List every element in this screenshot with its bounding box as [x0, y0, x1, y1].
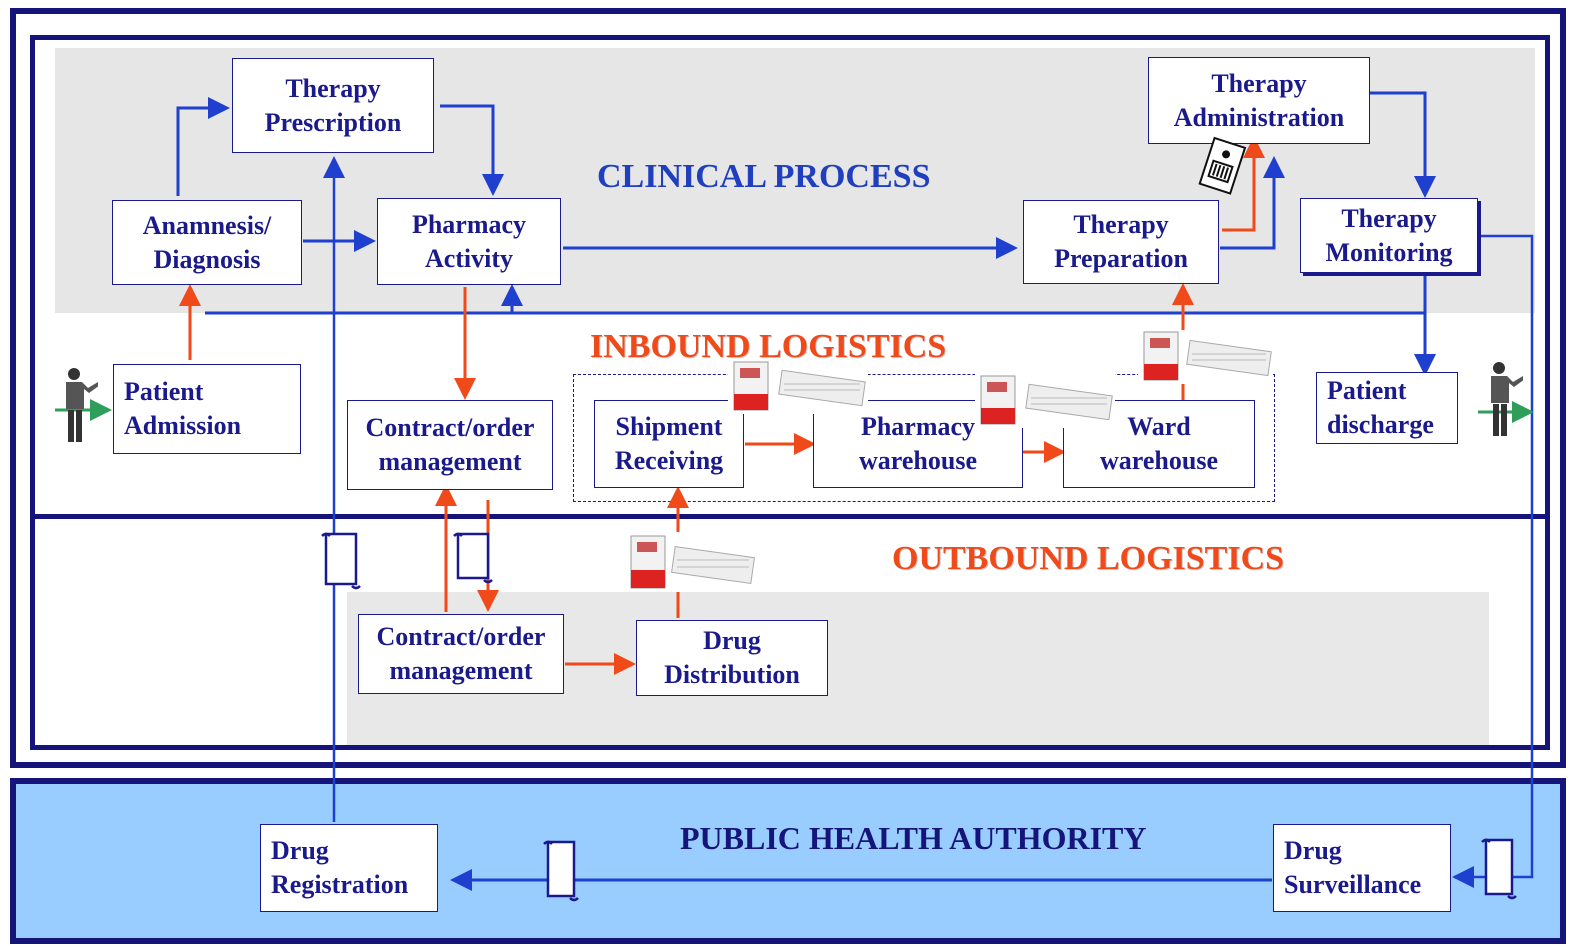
- therapy-monitoring-node: Therapy Monitoring: [1300, 198, 1478, 273]
- document-scroll-icon: [543, 840, 579, 902]
- drug-registration-label: Drug Registration: [271, 836, 409, 899]
- edge-administration-to-monitoring: [1370, 91, 1436, 198]
- document-scroll-icon: [1481, 838, 1517, 900]
- logistics-divider: [30, 514, 1550, 519]
- outer-frame: [10, 8, 1566, 768]
- drug-box-icon: [975, 374, 1115, 428]
- inbound-group: [573, 374, 1275, 502]
- contract-order-inbound-label: Contract/order management: [365, 413, 535, 476]
- pharmacy-activity-node: Pharmacy Activity: [377, 198, 561, 285]
- patient-discharge-node: Patient discharge: [1316, 372, 1458, 444]
- patient-admission-label: Patient Admission: [124, 377, 242, 440]
- drug-surveillance-node: Drug Surveillance: [1273, 824, 1451, 912]
- shipment-receiving-node: Shipment Receiving: [594, 400, 744, 488]
- edge-anamnesis-to-prescription: [176, 97, 230, 196]
- contract-order-outbound-label: Contract/order management: [376, 622, 546, 685]
- clinical-process-title: CLINICAL PROCESS: [597, 158, 931, 195]
- therapy-administration-label: Therapy Administration: [1173, 68, 1345, 132]
- edge-preparation-to-administration-blue: [1220, 156, 1285, 250]
- inner-frame: [30, 35, 1550, 750]
- patient-in-person-icon: [66, 368, 98, 442]
- shipment-receiving-label: Shipment Receiving: [614, 412, 724, 475]
- pharmacy-warehouse-label: Pharmacy warehouse: [859, 412, 977, 475]
- therapy-prescription-node: Therapy Prescription: [232, 58, 434, 153]
- therapy-administration-node: Therapy Administration: [1148, 57, 1370, 144]
- anamnesis-diagnosis-label: Anamnesis/ Diagnosis: [142, 210, 272, 274]
- patient-out-person-icon: [1491, 362, 1523, 436]
- drug-box-icon: [1138, 330, 1273, 384]
- edge-prescription-to-pharmacy: [440, 104, 504, 196]
- patient-admission-node: Patient Admission: [113, 364, 301, 454]
- drug-distribution-node: Drug Distribution: [636, 620, 828, 696]
- edge-preparation-to-administration-red: [1222, 136, 1265, 232]
- anamnesis-diagnosis-node: Anamnesis/ Diagnosis: [112, 200, 302, 285]
- therapy-preparation-label: Therapy Preparation: [1054, 210, 1188, 273]
- drug-distribution-label: Drug Distribution: [664, 626, 800, 689]
- therapy-monitoring-label: Therapy Monitoring: [1325, 203, 1453, 267]
- patient-discharge-label: Patient discharge: [1327, 376, 1434, 439]
- inbound-logistics-title: INBOUND LOGISTICS: [590, 328, 947, 365]
- public-health-frame: [10, 778, 1566, 944]
- pharmacy-activity-label: Pharmacy Activity: [411, 209, 527, 273]
- drug-registration-node: Drug Registration: [260, 824, 438, 912]
- document-scroll-icon: [453, 532, 493, 584]
- therapy-prescription-label: Therapy Prescription: [264, 73, 402, 137]
- therapy-preparation-node: Therapy Preparation: [1023, 200, 1219, 284]
- drug-box-icon: [728, 360, 868, 414]
- drug-box-icon: [625, 532, 755, 592]
- outbound-logistics-title: OUTBOUND LOGISTICS: [892, 540, 1285, 577]
- drug-surveillance-label: Drug Surveillance: [1284, 836, 1422, 899]
- barcode-badge-icon: [1198, 136, 1247, 195]
- public-health-authority-title: PUBLIC HEALTH AUTHORITY: [680, 820, 1147, 856]
- pharmacy-warehouse-node: Pharmacy warehouse: [813, 400, 1023, 488]
- edge-monitoring-to-surveillance: [1452, 234, 1534, 888]
- document-scroll-icon: [321, 532, 361, 590]
- contract-order-inbound-node: Contract/order management: [347, 400, 553, 490]
- contract-order-outbound-node: Contract/order management: [358, 614, 564, 694]
- ward-warehouse-label: Ward warehouse: [1100, 412, 1218, 475]
